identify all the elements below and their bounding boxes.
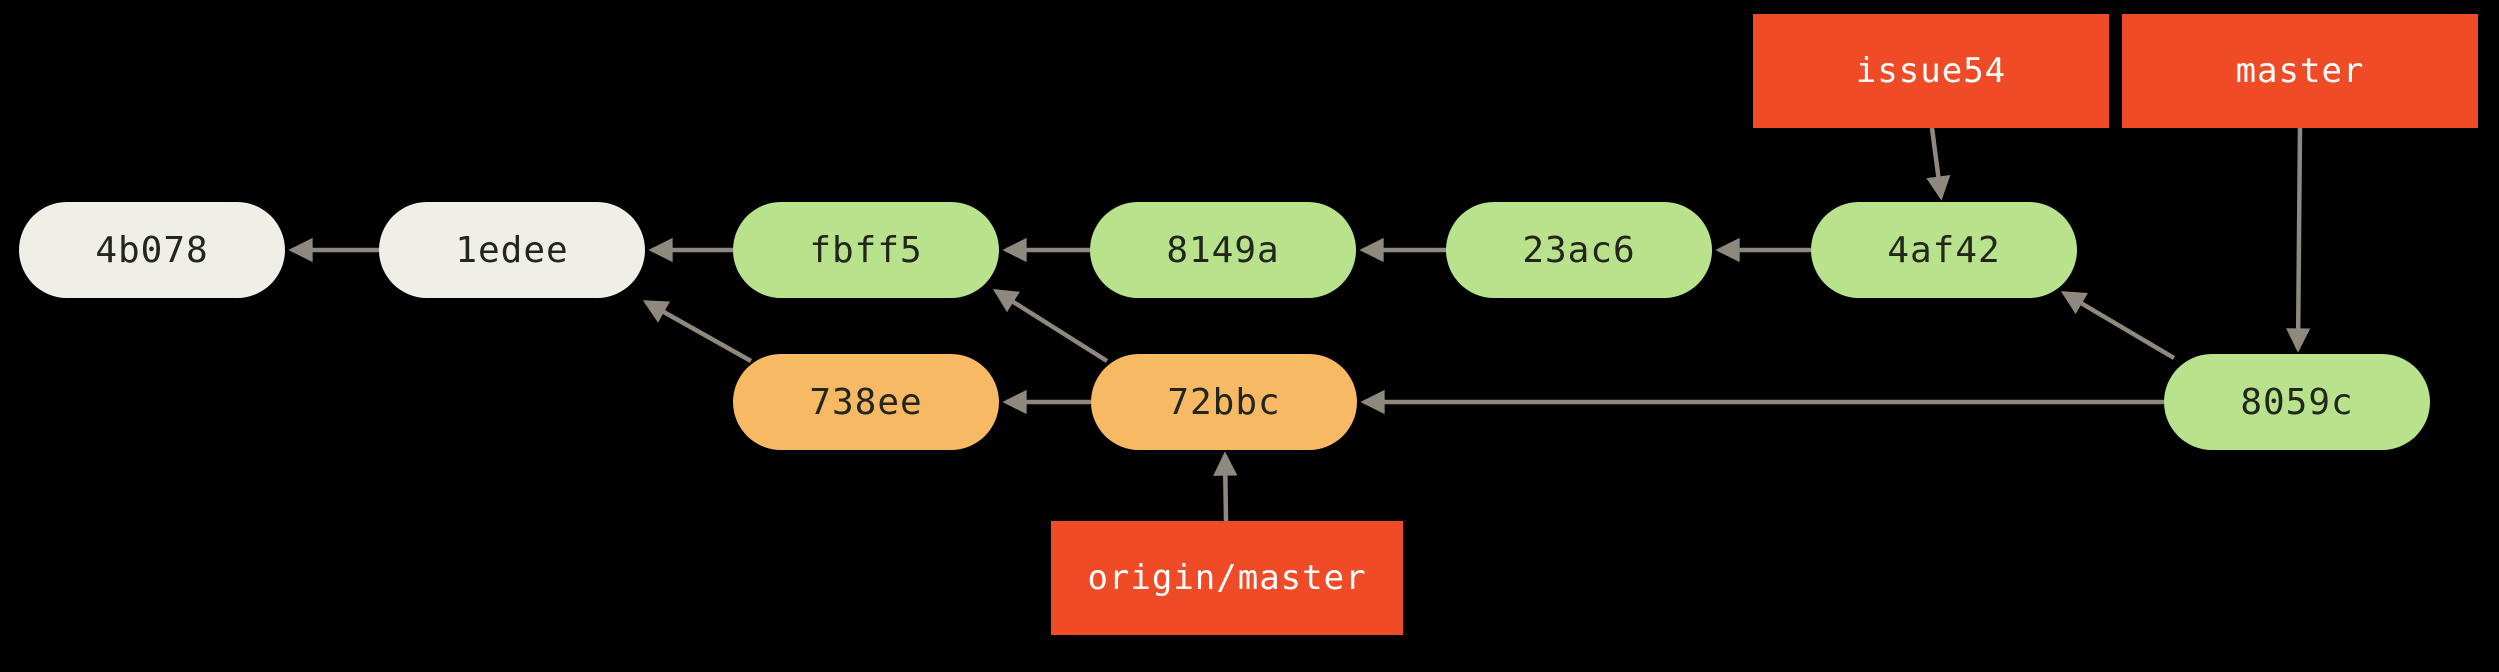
- commit-node-8059c: 8059c: [2164, 354, 2430, 450]
- arrow-738ee-to-1edee: [642, 300, 753, 363]
- arrows-group: [288, 127, 2311, 522]
- commit-node-1edee: 1edee: [379, 202, 645, 298]
- commit-node-8149a: 8149a: [1090, 202, 1356, 298]
- arrow-master-to-8059c: [2286, 127, 2311, 353]
- commit-node-4b078: 4b078: [19, 202, 285, 298]
- commit-node-72bbc: 72bbc: [1091, 354, 1357, 450]
- branch-label-master: master: [2122, 14, 2478, 128]
- commit-node-23ac6: 23ac6: [1446, 202, 1712, 298]
- branch-label-origin-master: origin/master: [1051, 521, 1403, 635]
- arrow-8059c-to-4af42: [2060, 291, 2176, 360]
- commit-node-738ee: 738ee: [733, 354, 999, 450]
- branch-label-issue54: issue54: [1753, 14, 2109, 128]
- commit-node-4af42: 4af42: [1811, 202, 2077, 298]
- arrow-origin-master-to-72bbc: [1213, 451, 1238, 522]
- arrow-72bbc-to-fbff5: [992, 289, 1109, 363]
- commit-node-fbff5: fbff5: [733, 202, 999, 298]
- arrow-issue54-to-4af42: [1926, 127, 1951, 201]
